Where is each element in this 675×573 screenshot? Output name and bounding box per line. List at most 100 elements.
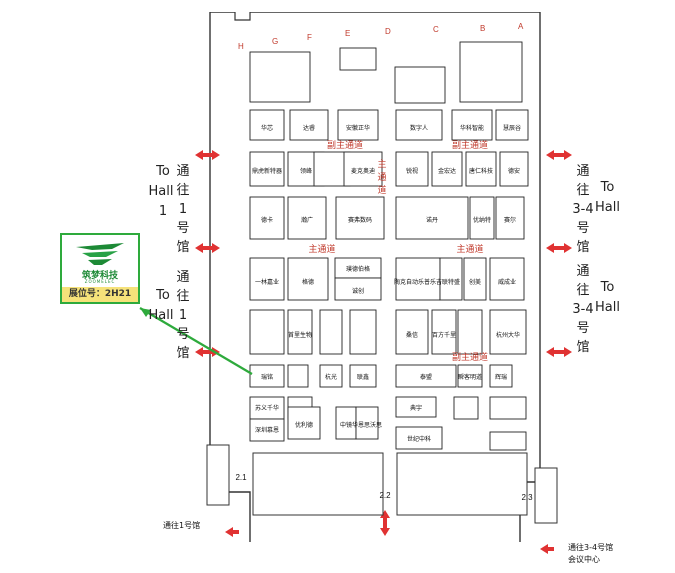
booth-2h71: 华芯: [261, 124, 273, 132]
booth-2b41: 创美: [469, 278, 481, 286]
booth-2a31: 杭州大华: [496, 331, 520, 339]
booth-2a41: 威成业: [498, 278, 516, 286]
red-arrows: [195, 150, 572, 554]
column-label-e: E: [345, 29, 350, 38]
booth-2g51: 瀚广: [301, 216, 313, 224]
column-label-c: C: [433, 25, 439, 34]
column-label-h: H: [238, 42, 244, 51]
booth-2a51: 赛尔: [504, 216, 516, 224]
booth-2e51: 赛弗数码: [348, 216, 372, 224]
booth-2d11: 典宇: [410, 404, 422, 412]
booth-2g71: 达睿: [303, 124, 315, 132]
booth-2e31: 桑信: [406, 331, 418, 339]
booth-2e46: 璞德伯格: [346, 265, 370, 273]
booth-2e47: 诚创: [352, 287, 364, 295]
booth-2d71: 华科智能: [460, 124, 484, 132]
booth-2f71: 安徽正华: [346, 124, 370, 132]
booth-2b51: 优纳特: [473, 216, 491, 224]
right-vertical-2: 往: [576, 183, 590, 198]
booth-2e61: 麦克奥迪: [351, 167, 375, 175]
booth-2h21: 瑞铭: [261, 373, 273, 381]
company-logo-callout: 筑梦科技 ZOOMELEC 展位号：2H21: [60, 233, 140, 304]
gate-2-2: 2.2: [379, 491, 391, 500]
booth-2g41: 格德: [302, 278, 314, 286]
booth-2g61: 鼎虎新特器: [252, 167, 282, 175]
left-vertical-b3: 1: [178, 308, 188, 323]
right-vertical-b1: 通: [576, 264, 590, 279]
left-vertical-4: 号: [176, 221, 190, 236]
booth-2f01: 优利德: [295, 421, 313, 429]
hall-left-wall: [209, 12, 251, 542]
vertical-road-3: 道: [377, 184, 386, 195]
floor-plan-svg: H G F E D C B A: [139, 12, 572, 554]
booth-2c51: 诺丹: [426, 216, 438, 224]
left-vertical-1: 通: [176, 164, 190, 179]
booth-2e71: 数字人: [410, 124, 428, 132]
left-hall-num: 1: [158, 204, 168, 219]
booth-2e01: 华恩思沃思: [352, 421, 382, 429]
booth-2b42: 联特盛: [442, 278, 460, 286]
booth-2d21: 泰盟: [420, 373, 432, 381]
left-vertical-b4: 号: [176, 327, 190, 342]
left-hall-hall: Hall: [148, 184, 174, 199]
gate-2-1: 2.1: [235, 473, 247, 482]
booth-2e02: 中镜: [340, 421, 352, 429]
vertical-road-2: 通: [377, 172, 386, 182]
column-label-f: F: [307, 33, 312, 42]
left-hall-to: To: [156, 164, 170, 179]
gate-2-3: 2.3: [521, 493, 533, 502]
right-vertical-b4: 号: [576, 321, 590, 336]
booth-grid: [249, 41, 529, 451]
bottom-right-label-1: 通往3-4号馆: [568, 543, 614, 552]
right-vertical-b5: 馆: [576, 340, 590, 355]
column-label-d: D: [385, 27, 391, 36]
left-hall-hall-2: Hall: [148, 308, 174, 323]
left-vertical-b2: 往: [176, 289, 190, 304]
booth-2b61: 唐仁科技: [469, 167, 493, 175]
booth-2b21: 瞬客明道: [458, 373, 482, 381]
vertical-road-1: 主: [377, 158, 386, 169]
left-vertical-b1: 通: [176, 270, 190, 285]
zoomelec-logo-icon: [76, 243, 124, 265]
booth-2f21: 杭光: [325, 373, 337, 381]
booth-2h41: 一林嘉业: [255, 278, 279, 286]
column-label-g: G: [272, 37, 278, 46]
booth-2a21: 辉瑞: [495, 373, 507, 381]
right-hall-to-2: To: [600, 280, 615, 295]
booth-2h01: 深圳慕恩: [255, 426, 279, 434]
right-vertical-1: 通: [576, 164, 590, 179]
right-vertical-5: 馆: [576, 240, 590, 255]
booth-2c61: 金宏达: [438, 167, 456, 175]
column-label-a: A: [518, 22, 524, 31]
booth-2a71: 慧辰谷: [503, 124, 521, 132]
bottom-left-label: 通往1号馆: [163, 521, 201, 530]
logo-brand-text: 筑梦科技: [81, 271, 118, 281]
booth-number-badge: 展位号：2H21: [62, 287, 138, 302]
booth-2d31: 百方千里: [432, 331, 456, 339]
right-hall-to: To: [600, 180, 615, 195]
left-vertical-3: 1: [178, 202, 188, 217]
bottom-right-label-2: 会议中心: [568, 555, 600, 564]
right-vertical-4: 号: [576, 221, 590, 236]
right-hall-hall-2: Hall: [595, 300, 620, 315]
left-vertical-5: 馆: [176, 240, 190, 255]
column-label-b: B: [480, 24, 485, 33]
left-hall-to-2: To: [156, 288, 170, 303]
right-hall-hall: Hall: [595, 200, 620, 215]
right-vertical-b3: 3-4: [572, 302, 594, 317]
sub-road-lower: 副主通道: [452, 351, 488, 362]
left-vertical-2: 往: [176, 183, 190, 198]
sub-road-left: 副主通道: [327, 139, 363, 150]
sub-road-right: 副主通道: [452, 139, 488, 150]
booth-2g31: 首里生物: [288, 331, 312, 339]
booth-2d01: 世纪中科: [407, 435, 431, 443]
booth-2f61: 领峰: [300, 167, 312, 175]
booth-2d41: 陶克自动乐普乐吉: [394, 278, 442, 286]
left-vertical-b5: 馆: [176, 346, 190, 361]
right-vertical-3: 3-4: [572, 202, 594, 217]
logo-sub-text: ZOOMELEC: [84, 279, 116, 284]
booth-2e21: 联鑫: [357, 373, 369, 381]
booth-2a61: 德安: [508, 167, 520, 175]
booth-2h11: 苏义千华: [255, 404, 279, 412]
right-vertical-b2: 往: [576, 283, 590, 298]
